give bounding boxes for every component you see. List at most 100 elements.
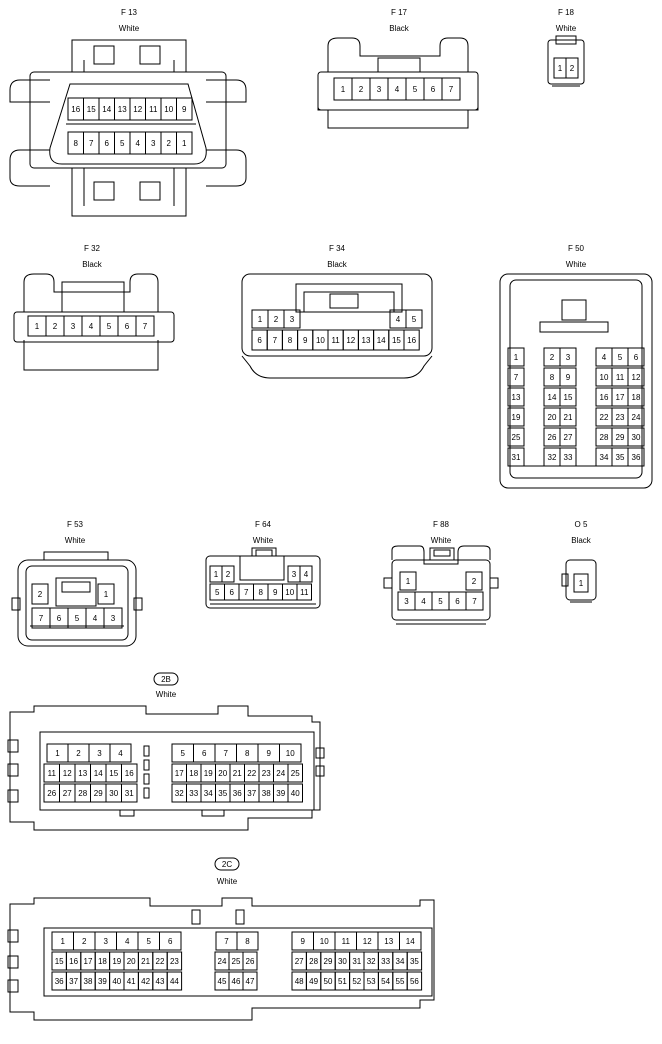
pin-cell: 12 bbox=[129, 97, 146, 121]
pin-cell-box bbox=[441, 77, 461, 101]
pin-cell-box bbox=[135, 315, 155, 337]
pin-number: 45 bbox=[218, 977, 227, 986]
f13-color-label: White bbox=[119, 24, 140, 33]
pin-cell: 38 bbox=[258, 783, 274, 803]
pin-cell: 22 bbox=[595, 407, 613, 427]
pin-number: 24 bbox=[218, 957, 227, 966]
pin-cell-box bbox=[406, 951, 423, 971]
pin-cell-box bbox=[399, 931, 422, 951]
pin-cell: 36 bbox=[51, 971, 67, 991]
pin-cell: 25 bbox=[507, 427, 525, 447]
pin-cell: 11 bbox=[327, 329, 344, 351]
pin-cell: 1 bbox=[573, 573, 589, 593]
pin-cell: 28 bbox=[74, 783, 91, 803]
pin-cell: 5 bbox=[137, 931, 160, 951]
pin-number: 28 bbox=[78, 789, 87, 798]
pin-cell: 14 bbox=[543, 387, 561, 407]
pin-number: 2 bbox=[38, 590, 43, 599]
pin-cell: 19 bbox=[507, 407, 525, 427]
connector-o5: O 5 Black 1 bbox=[561, 520, 597, 603]
pin-number: 39 bbox=[98, 977, 107, 986]
pin-number: 33 bbox=[564, 453, 573, 462]
pin-number: 31 bbox=[512, 453, 521, 462]
pin-cell: 5 bbox=[611, 347, 629, 367]
pin-cell: 48 bbox=[291, 971, 307, 991]
pin-cell: 26 bbox=[242, 951, 258, 971]
pin-cell: 9 bbox=[267, 583, 283, 601]
pin-cell: 28 bbox=[305, 951, 322, 971]
pin-number: 21 bbox=[233, 769, 242, 778]
pin-number: 2 bbox=[82, 937, 87, 946]
f17-color-label: Black bbox=[389, 24, 410, 33]
pin-number: 1 bbox=[104, 590, 109, 599]
pin-number: 11 bbox=[300, 588, 309, 597]
f18-body bbox=[547, 39, 585, 85]
pin-cell: 30 bbox=[334, 951, 351, 971]
f32-body bbox=[13, 311, 175, 343]
pin-number: 10 bbox=[286, 749, 295, 758]
pin-cell: 12 bbox=[356, 931, 379, 951]
pin-number: 50 bbox=[324, 977, 333, 986]
pin-number: 34 bbox=[600, 453, 609, 462]
pin-number: 2 bbox=[472, 577, 477, 586]
pin-number: 6 bbox=[57, 614, 62, 623]
pin-number: 25 bbox=[512, 433, 521, 442]
pin-number: 35 bbox=[218, 789, 227, 798]
pin-cell: 28 bbox=[595, 427, 613, 447]
pin-number: 33 bbox=[381, 957, 390, 966]
f64-id-label: F 64 bbox=[255, 520, 272, 529]
f18-color-label: White bbox=[556, 24, 577, 33]
pin-cell: 6 bbox=[193, 743, 216, 763]
pin-number: 25 bbox=[232, 957, 241, 966]
pin-number: 7 bbox=[244, 588, 249, 597]
pin-cell: 31 bbox=[507, 447, 525, 467]
pin-cell: 15 bbox=[559, 387, 577, 407]
pin-cell: 6 bbox=[49, 607, 69, 629]
pin-cell-box bbox=[121, 763, 138, 783]
pin-number: 33 bbox=[189, 789, 198, 798]
pin-cell: 25 bbox=[287, 763, 303, 783]
pin-cell: 19 bbox=[200, 763, 216, 783]
pin-number: 7 bbox=[273, 336, 278, 345]
pin-cell: 27 bbox=[59, 783, 76, 803]
pin-cell: 52 bbox=[349, 971, 365, 991]
pin-number: 2 bbox=[570, 64, 575, 73]
pin-cell-box bbox=[242, 951, 258, 971]
pin-cell: 9 bbox=[559, 367, 577, 387]
2b-housing bbox=[9, 705, 321, 831]
pin-number: 12 bbox=[63, 769, 72, 778]
f53-color-label: White bbox=[65, 536, 86, 545]
pin-number: 10 bbox=[600, 373, 609, 382]
pin-cell: 13 bbox=[357, 329, 375, 351]
pin-cell: 51 bbox=[334, 971, 351, 991]
pin-number: 7 bbox=[224, 749, 229, 758]
pin-number: 3 bbox=[97, 749, 102, 758]
slot bbox=[143, 773, 150, 785]
pin-number: 1 bbox=[182, 139, 187, 148]
pin-number: 14 bbox=[548, 393, 557, 402]
pin-number: 20 bbox=[218, 769, 227, 778]
pin-cell: 32 bbox=[363, 951, 379, 971]
pin-number: 7 bbox=[143, 322, 148, 331]
pin-cell: 1 bbox=[251, 309, 269, 329]
pin-number: 31 bbox=[125, 789, 134, 798]
pin-cell: 30 bbox=[105, 783, 122, 803]
pin-cell: 53 bbox=[363, 971, 379, 991]
pin-number: 1 bbox=[35, 322, 40, 331]
pin-number: 18 bbox=[632, 393, 641, 402]
pin-cell-box bbox=[406, 971, 423, 991]
f50-body bbox=[499, 273, 653, 489]
slot bbox=[143, 745, 150, 757]
pin-number: 5 bbox=[618, 353, 623, 362]
pin-number: 17 bbox=[616, 393, 625, 402]
pin-number: 21 bbox=[141, 957, 150, 966]
pin-cell-box bbox=[559, 387, 577, 407]
pin-cell: 1 bbox=[51, 931, 74, 951]
pin-cell: 33 bbox=[186, 783, 202, 803]
f13-bottom-clip bbox=[71, 168, 187, 217]
